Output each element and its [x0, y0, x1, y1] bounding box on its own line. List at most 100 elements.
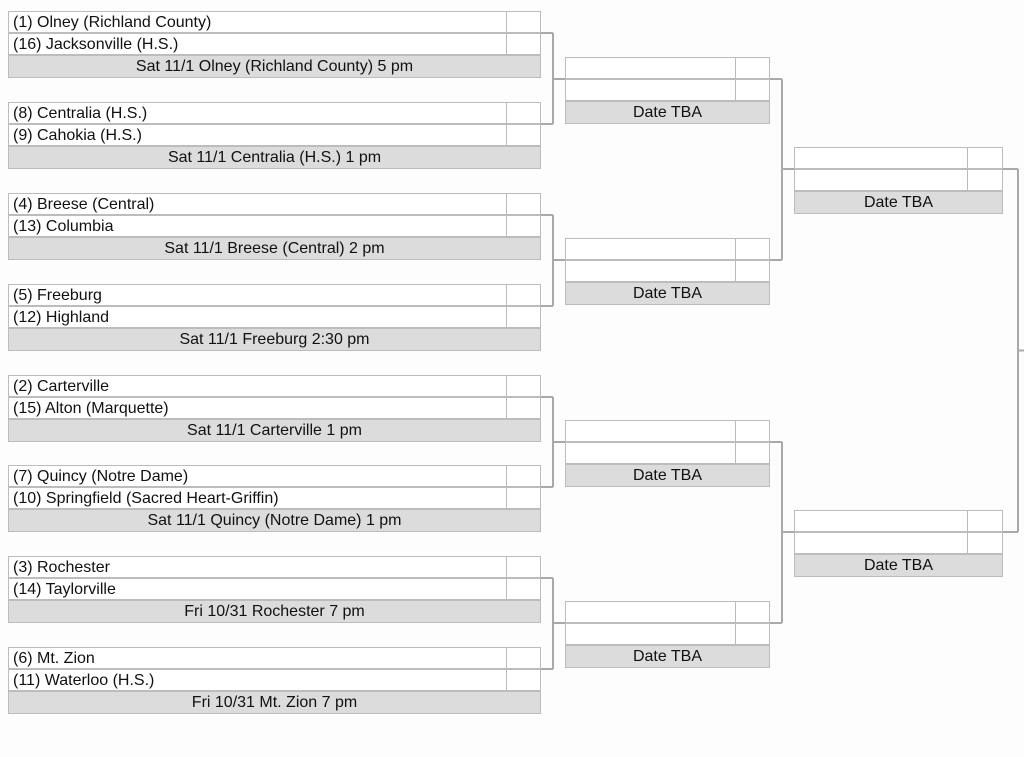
- score-cell: [506, 284, 542, 306]
- team-name: (9) Cahokia (H.S.): [13, 127, 142, 144]
- score-cell: [506, 556, 542, 578]
- score-cell: [967, 510, 1004, 532]
- team-row[interactable]: (8) Centralia (H.S.): [8, 102, 541, 124]
- team-row[interactable]: (2) Carterville: [8, 375, 541, 397]
- team-row[interactable]: (6) Mt. Zion: [8, 647, 541, 669]
- game-info: Sat 11/1 Quincy (Notre Dame) 1 pm: [8, 509, 541, 532]
- game-info: Date TBA: [794, 554, 1003, 577]
- score-cell: [506, 33, 542, 55]
- game-info: Date TBA: [565, 101, 770, 124]
- game-info: Fri 10/31 Mt. Zion 7 pm: [8, 691, 541, 714]
- team-row[interactable]: [565, 79, 770, 101]
- team-name: (13) Columbia: [13, 218, 114, 235]
- game-info: Date TBA: [794, 191, 1003, 214]
- team-name: (10) Springfield (Sacred Heart-Griffin): [13, 490, 279, 507]
- team-row[interactable]: [565, 57, 770, 79]
- game-info: Sat 11/1 Olney (Richland County) 5 pm: [8, 55, 541, 78]
- match-box: (8) Centralia (H.S.) (9) Cahokia (H.S.) Sa…: [8, 102, 541, 169]
- score-cell: [506, 375, 542, 397]
- score-cell: [506, 306, 542, 328]
- score-cell: [506, 124, 542, 146]
- team-row[interactable]: (12) Highland: [8, 306, 541, 328]
- team-name: (4) Breese (Central): [13, 196, 155, 213]
- score-cell: [506, 487, 542, 509]
- game-info: Sat 11/1 Centralia (H.S.) 1 pm: [8, 146, 541, 169]
- team-row[interactable]: [565, 260, 770, 282]
- team-row[interactable]: [794, 169, 1003, 191]
- team-name: (15) Alton (Marquette): [13, 400, 169, 417]
- team-name: (14) Taylorville: [13, 581, 116, 598]
- score-cell: [506, 397, 542, 419]
- score-cell: [506, 465, 542, 487]
- score-cell: [506, 102, 542, 124]
- team-row[interactable]: (4) Breese (Central): [8, 193, 541, 215]
- team-row[interactable]: (16) Jacksonville (H.S.): [8, 33, 541, 55]
- team-row[interactable]: (7) Quincy (Notre Dame): [8, 465, 541, 487]
- team-name: (3) Rochester: [13, 559, 110, 576]
- game-info: Date TBA: [565, 645, 770, 668]
- team-name: (6) Mt. Zion: [13, 650, 95, 667]
- score-cell: [506, 193, 542, 215]
- match-box: (6) Mt. Zion (11) Waterloo (H.S.) Fri 10/3…: [8, 647, 541, 714]
- score-cell: [967, 532, 1004, 554]
- team-name: (7) Quincy (Notre Dame): [13, 468, 189, 485]
- score-cell: [506, 647, 542, 669]
- team-row[interactable]: (1) Olney (Richland County): [8, 11, 541, 33]
- team-name: (12) Highland: [13, 309, 110, 326]
- score-cell: [735, 442, 771, 464]
- team-name: (16) Jacksonville (H.S.): [13, 36, 179, 53]
- game-info: Sat 11/1 Breese (Central) 2 pm: [8, 237, 541, 260]
- team-name: (11) Waterloo (H.S.): [13, 672, 155, 689]
- team-name: (8) Centralia (H.S.): [13, 105, 148, 122]
- team-row[interactable]: (13) Columbia: [8, 215, 541, 237]
- score-cell: [506, 11, 542, 33]
- score-cell: [506, 578, 542, 600]
- game-info: Sat 11/1 Carterville 1 pm: [8, 419, 541, 442]
- team-row[interactable]: [565, 442, 770, 464]
- match-box: Date TBA: [794, 147, 1003, 214]
- team-name: (2) Carterville: [13, 378, 110, 395]
- game-info: Date TBA: [565, 464, 770, 487]
- team-row[interactable]: (3) Rochester: [8, 556, 541, 578]
- score-cell: [506, 215, 542, 237]
- score-cell: [735, 601, 771, 623]
- team-row[interactable]: (15) Alton (Marquette): [8, 397, 541, 419]
- game-info: Sat 11/1 Freeburg 2:30 pm: [8, 328, 541, 351]
- team-name: (5) Freeburg: [13, 287, 102, 304]
- match-box: Date TBA: [565, 601, 770, 668]
- score-cell: [735, 238, 771, 260]
- team-row[interactable]: (5) Freeburg: [8, 284, 541, 306]
- team-row[interactable]: [565, 238, 770, 260]
- score-cell: [735, 79, 771, 101]
- score-cell: [735, 260, 771, 282]
- score-cell: [735, 420, 771, 442]
- team-row[interactable]: [565, 623, 770, 645]
- team-row[interactable]: [794, 147, 1003, 169]
- game-info: Date TBA: [565, 282, 770, 305]
- match-box: (1) Olney (Richland County) (16) Jacksonv…: [8, 11, 541, 78]
- team-row[interactable]: [794, 532, 1003, 554]
- match-box: Date TBA: [565, 420, 770, 487]
- match-box: Date TBA: [565, 57, 770, 124]
- game-info: Fri 10/31 Rochester 7 pm: [8, 600, 541, 623]
- team-row[interactable]: (14) Taylorville: [8, 578, 541, 600]
- match-box: Date TBA: [565, 238, 770, 305]
- score-cell: [735, 57, 771, 79]
- score-cell: [506, 669, 542, 691]
- team-row[interactable]: (11) Waterloo (H.S.): [8, 669, 541, 691]
- score-cell: [735, 623, 771, 645]
- score-cell: [967, 169, 1004, 191]
- match-box: (7) Quincy (Notre Dame) (10) Springfield …: [8, 465, 541, 532]
- score-cell: [967, 147, 1004, 169]
- team-row[interactable]: [794, 510, 1003, 532]
- team-name: (1) Olney (Richland County): [13, 14, 212, 31]
- team-row[interactable]: [565, 601, 770, 623]
- team-row[interactable]: (10) Springfield (Sacred Heart-Griffin): [8, 487, 541, 509]
- team-row[interactable]: (9) Cahokia (H.S.): [8, 124, 541, 146]
- team-row[interactable]: [565, 420, 770, 442]
- match-box: (2) Carterville (15) Alton (Marquette) Sat…: [8, 375, 541, 442]
